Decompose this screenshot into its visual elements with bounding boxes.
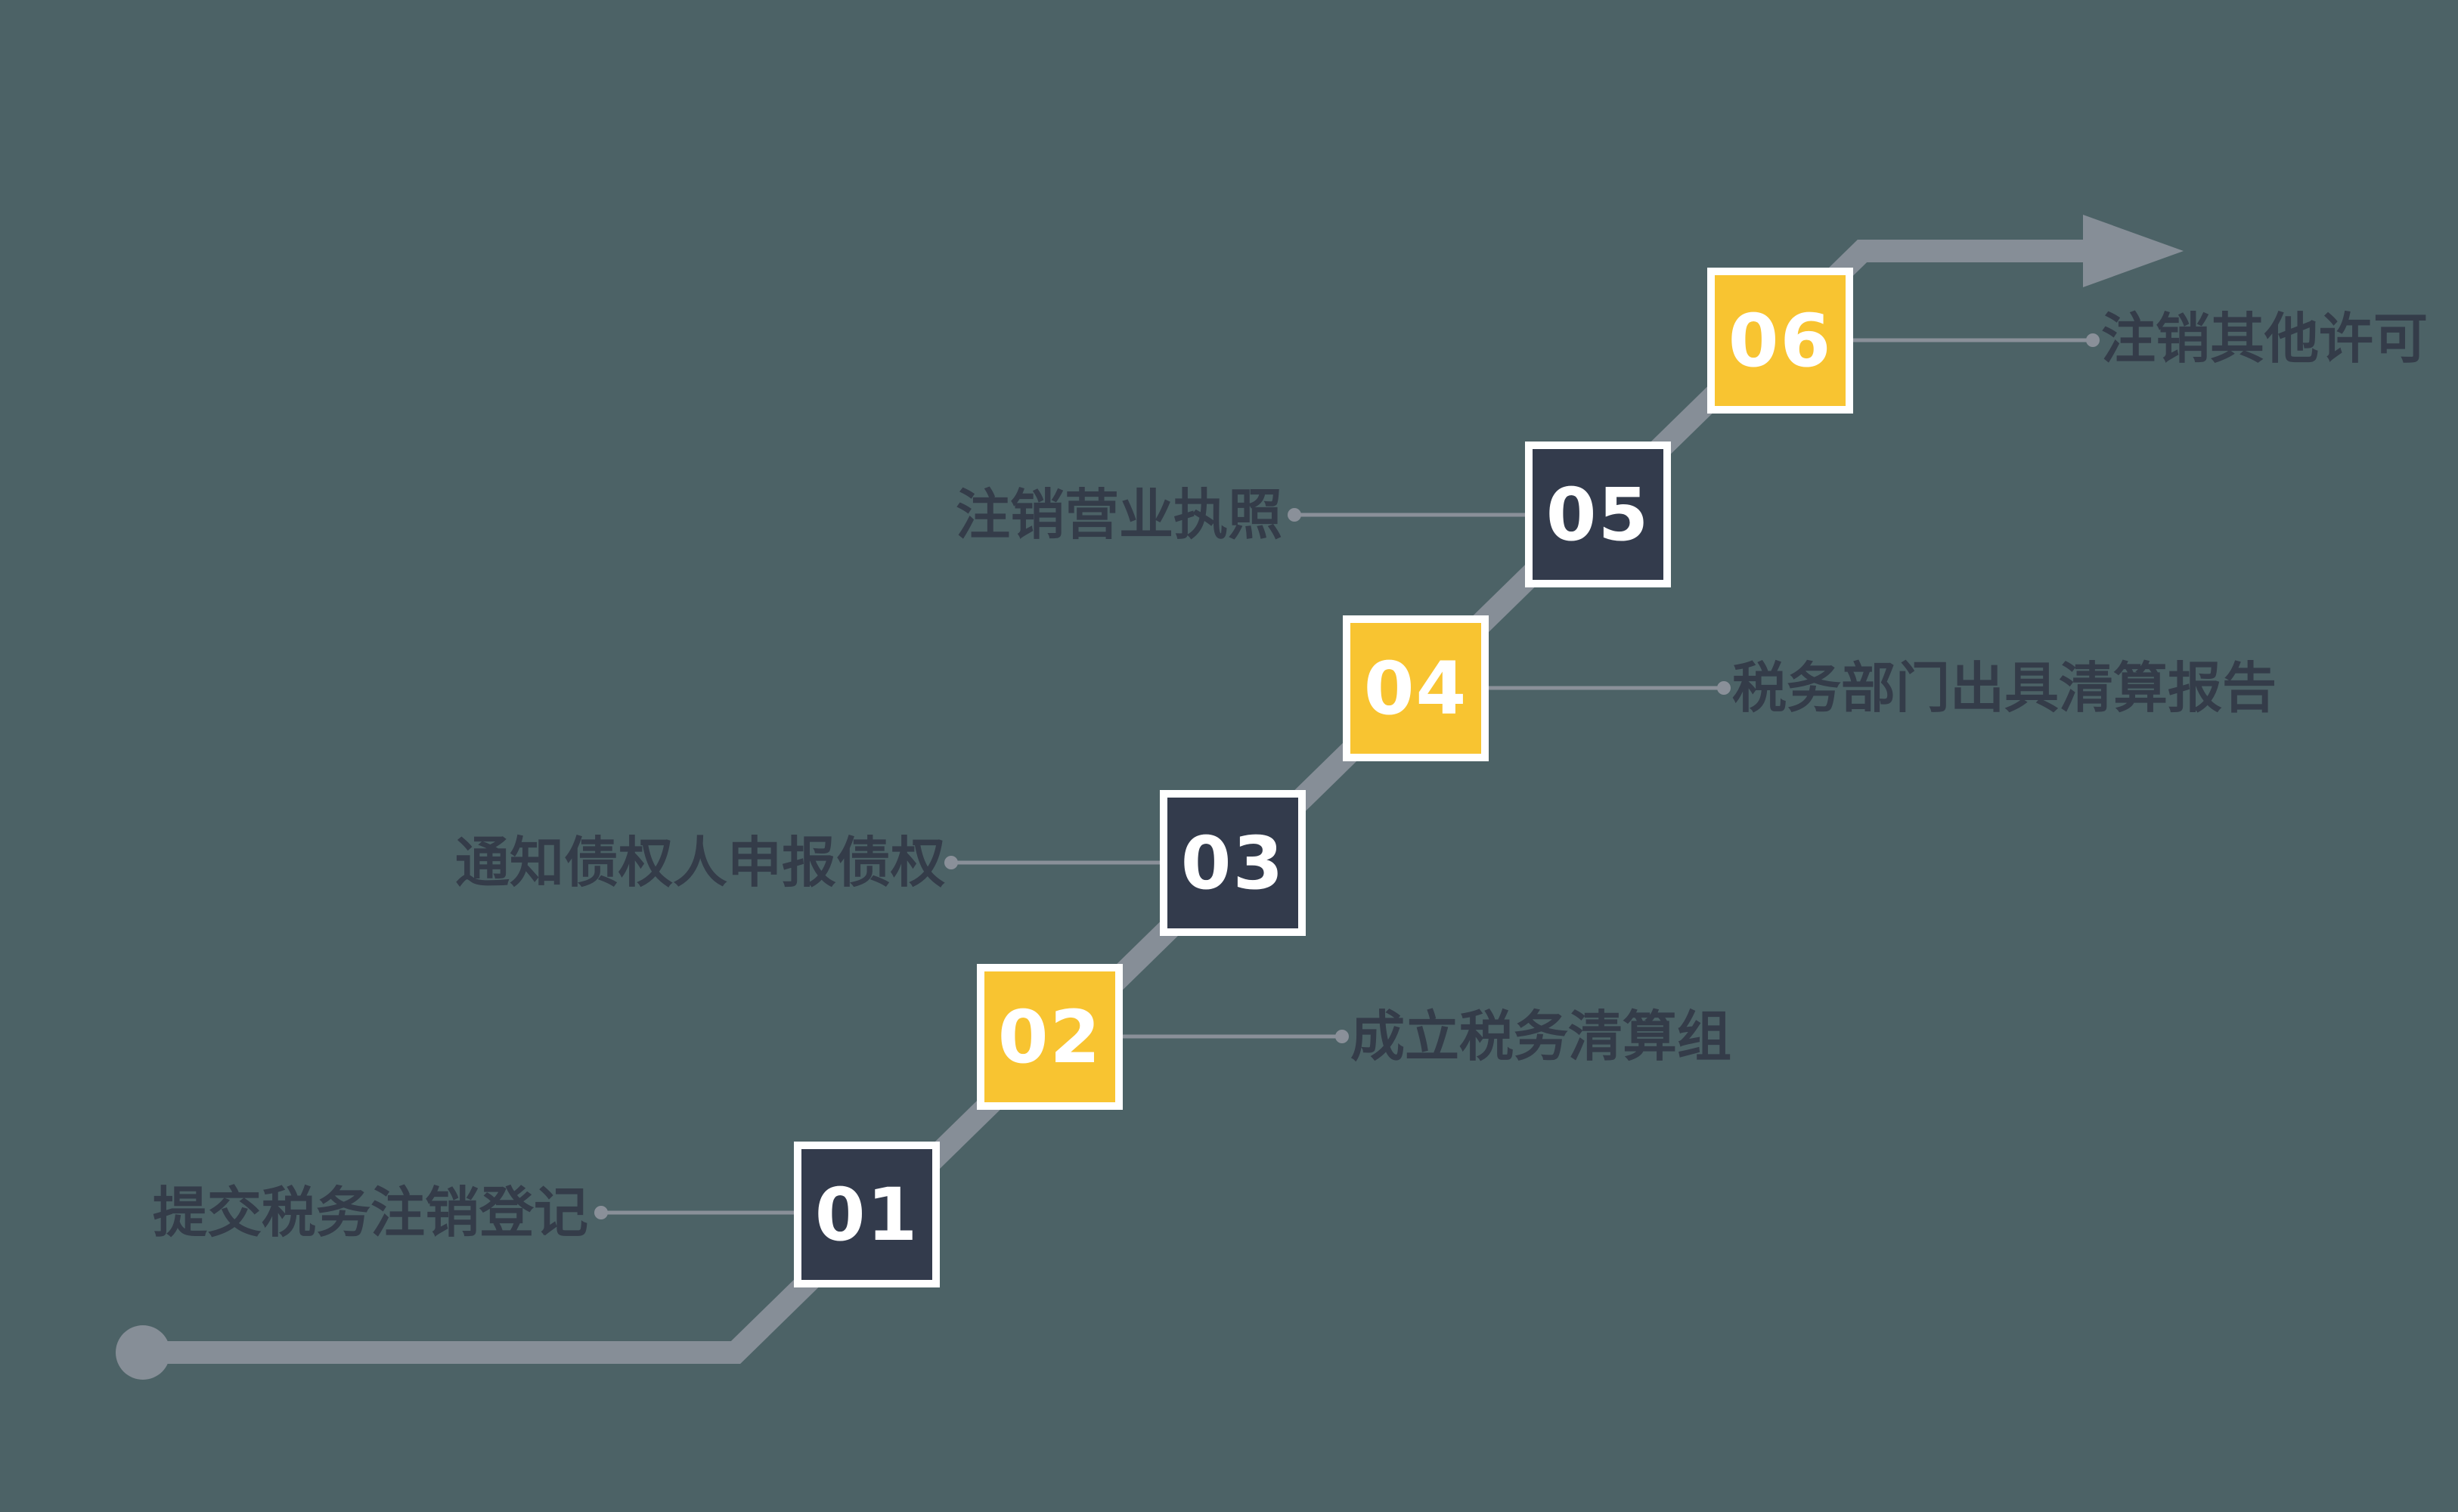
step-number-05: 05 [1545,472,1651,557]
connector-dot-06 [2086,333,2100,347]
step-label-03: 通知债权人申报债权 [454,831,945,894]
connector-dot-05 [1288,508,1301,522]
step-number-04: 04 [1363,646,1468,731]
connector-dot-01 [594,1206,608,1219]
step-number-03: 03 [1180,820,1285,906]
step-label-02: 成立税务清算组 [1350,1005,1732,1068]
step-label-04: 税务部门出具清算报告 [1732,656,2277,720]
step-label-01: 提交税务注销登记 [152,1181,588,1244]
step-number-02: 02 [997,994,1102,1080]
step-box-04: 04 [1343,615,1489,761]
connector-dot-02 [1335,1030,1349,1043]
step-box-01: 01 [794,1142,940,1287]
step-box-05: 05 [1525,442,1671,587]
step-number-06: 06 [1728,298,1833,383]
connector-dot-03 [944,856,958,869]
step-box-03: 03 [1160,790,1306,936]
start-dot [116,1325,170,1380]
step-box-02: 02 [977,964,1123,1110]
step-label-06: 注销其他许可 [2101,307,2429,370]
step-label-05: 注销营业执照 [955,483,1282,547]
step-number-01: 01 [814,1172,919,1257]
connector-dot-04 [1717,681,1731,695]
step-box-06: 06 [1707,268,1853,414]
arrow-head-icon [2083,215,2184,287]
